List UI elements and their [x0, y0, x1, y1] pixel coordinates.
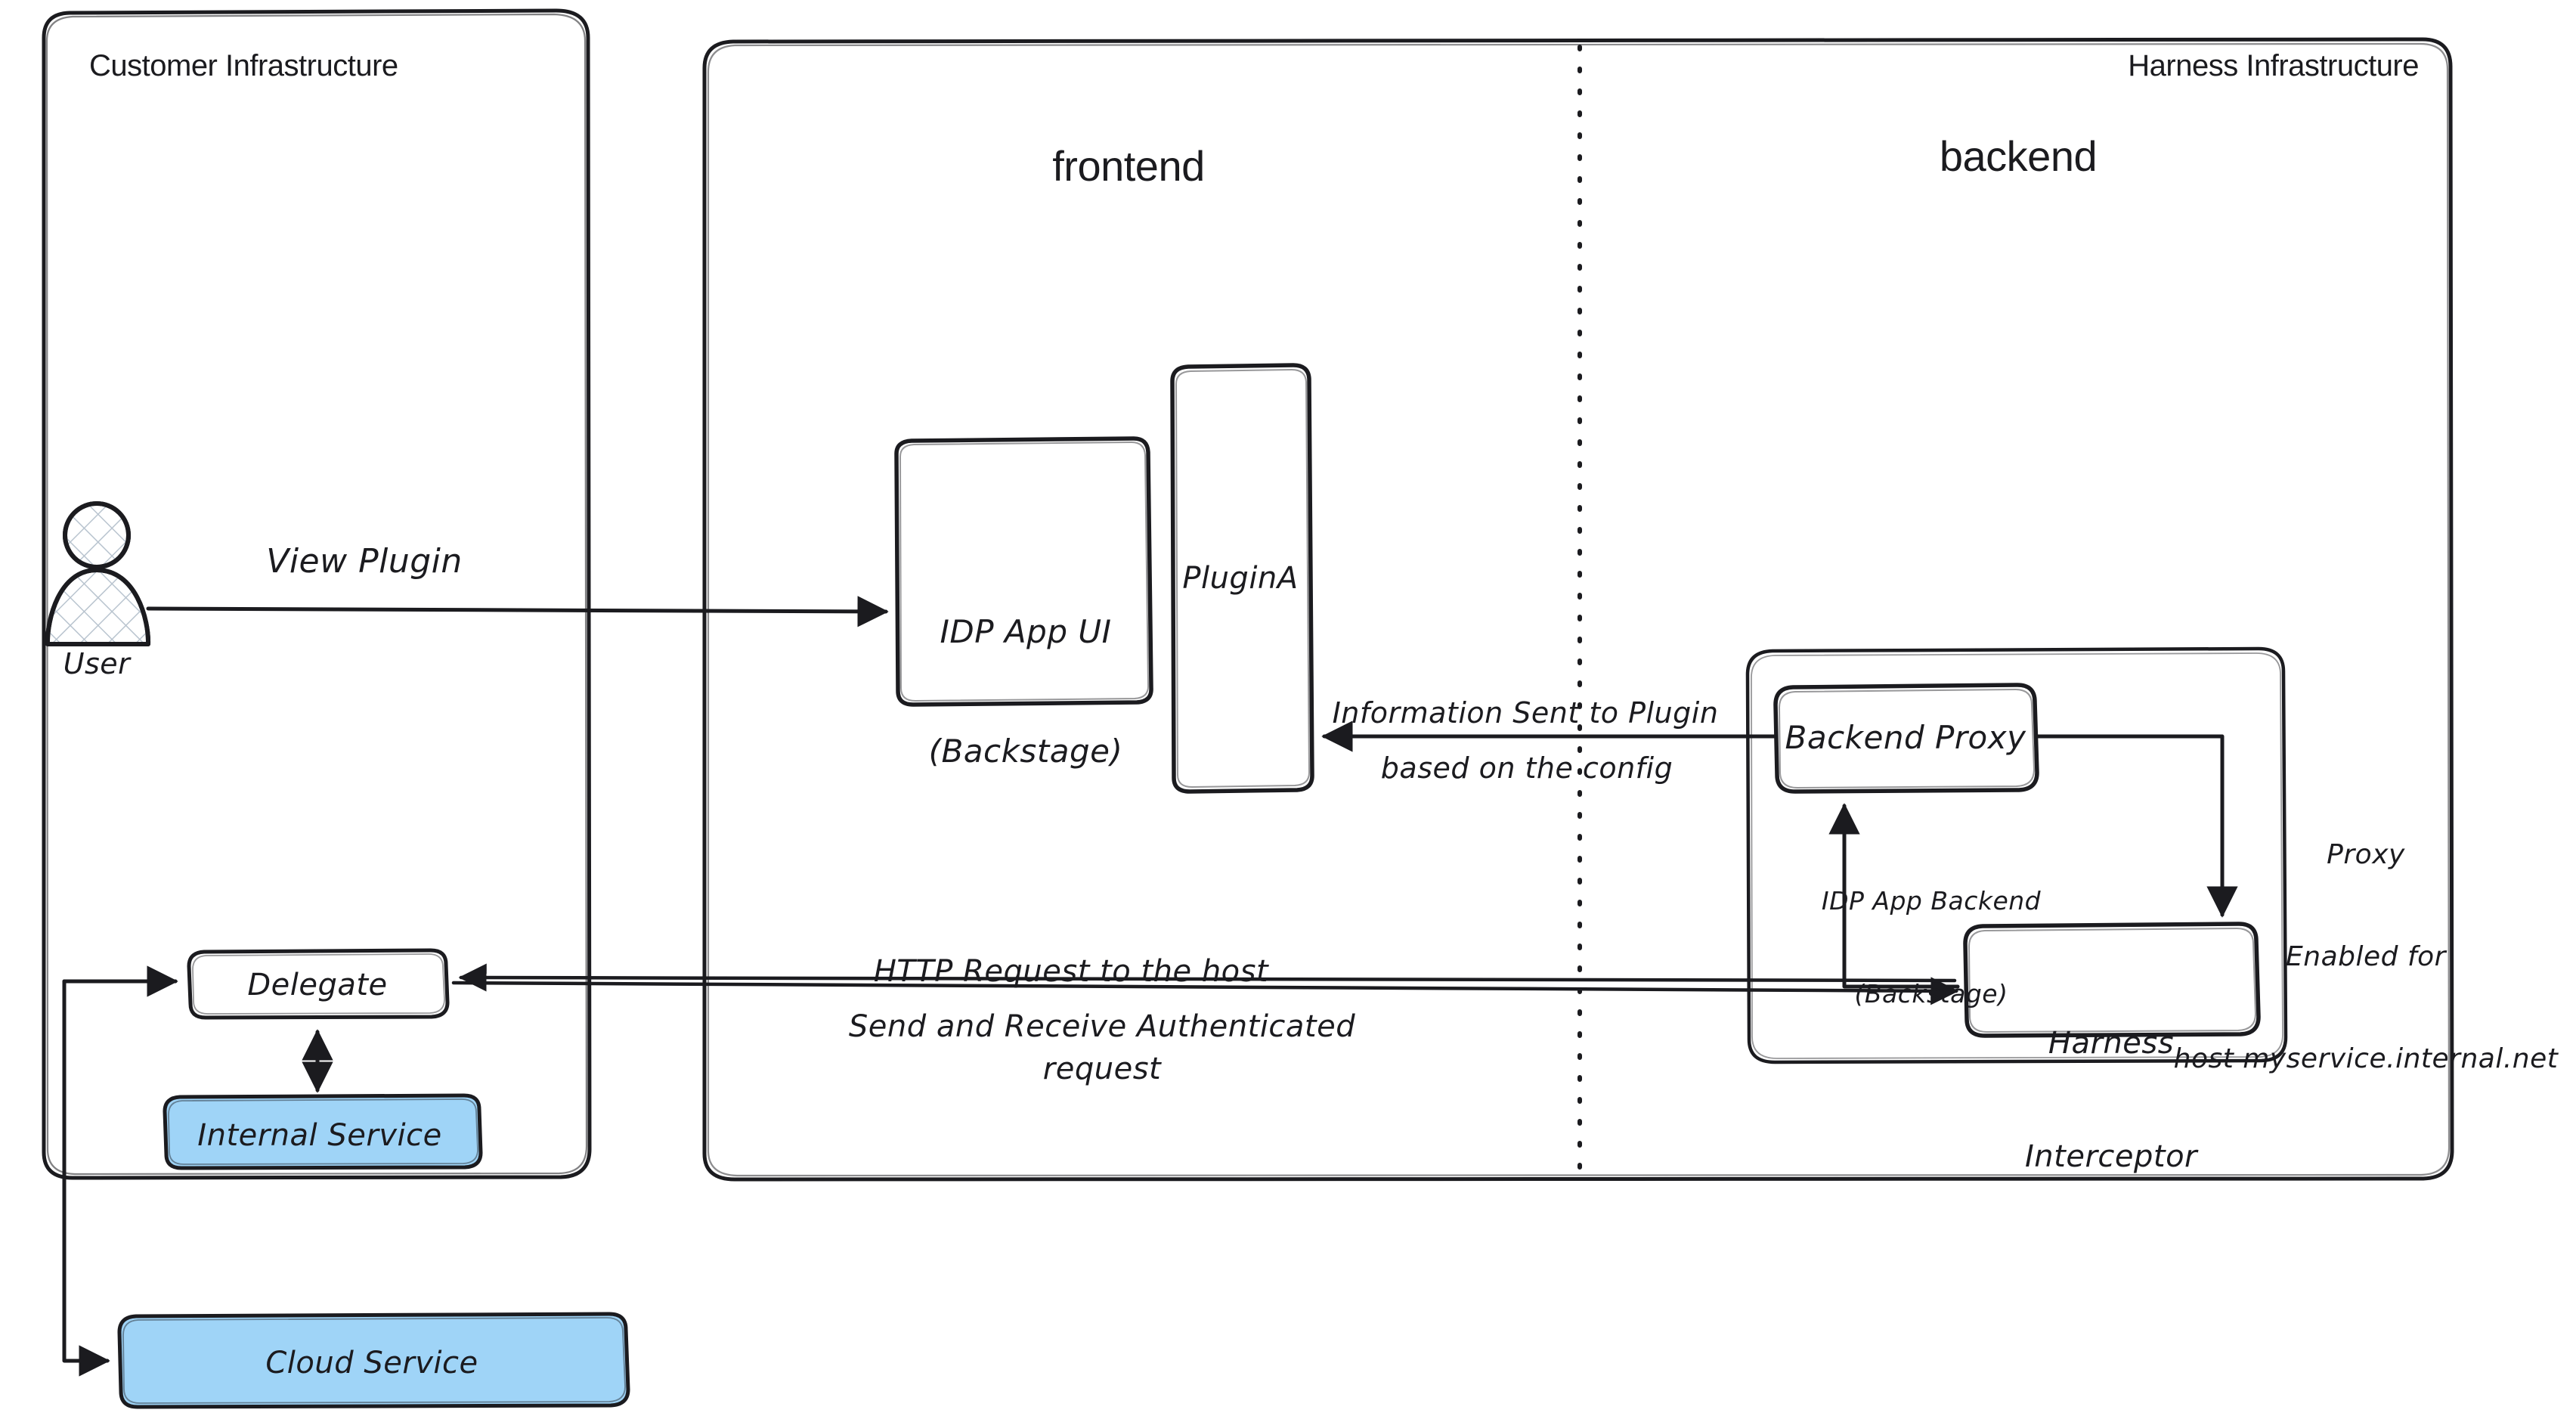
cloud-service-box[interactable] [117, 1312, 630, 1409]
edge-label-http-request: HTTP Request to the host [873, 954, 1269, 989]
backend-zone-label: backend [1939, 132, 2098, 180]
edge-delegate-to-cloud-service [62, 979, 178, 1377]
edge-label-information-sent-line1: Information Sent to Plugin [1332, 696, 1719, 730]
harness-infrastructure-container [702, 37, 2454, 1182]
idp-app-ui-label-line2: (Backstage) [928, 732, 1123, 770]
idp-app-backend-label: IDP App Backend (Backstage) [1822, 823, 2041, 1072]
edge-backend-proxy-to-harness-interceptor [2034, 734, 2238, 918]
backend-proxy-label: Backend Proxy [1785, 719, 2026, 756]
proxy-enabled-line3: host myservice.internal.net [2173, 1043, 2559, 1074]
edge-label-view-plugin: View Plugin [266, 542, 463, 581]
edge-user-to-idp-app-ui [146, 596, 889, 627]
idp-app-backend-group-box [1745, 646, 2288, 1064]
harness-interceptor-label-line1: Harness [2048, 1026, 2175, 1061]
customer-infrastructure-container [42, 8, 592, 1180]
user-label: User [63, 647, 131, 680]
delegate-box[interactable] [187, 948, 450, 1020]
user-actor-icon [45, 501, 151, 646]
idp-app-ui-box[interactable] [894, 436, 1153, 707]
plugin-a-box[interactable] [1170, 363, 1314, 794]
harness-interceptor-label-line2: Interceptor [2025, 1139, 2197, 1174]
internal-service-label: Internal Service [197, 1118, 442, 1153]
cloud-service-label: Cloud Service [265, 1346, 478, 1380]
plugin-a-label: PluginA [1182, 561, 1299, 596]
harness-interceptor-box[interactable] [1963, 922, 2261, 1038]
idp-app-ui-label-line1: IDP App UI [940, 613, 1112, 650]
idp-app-backend-label-line1: IDP App Backend [1821, 885, 2042, 916]
proxy-enabled-line2: Enabled for [2286, 941, 2446, 972]
delegate-label: Delegate [247, 968, 388, 1002]
backend-proxy-box[interactable] [1773, 683, 2039, 794]
edge-label-send-receive-line2: request [1042, 1052, 1162, 1086]
edge-label-information-sent-line2: based on the config [1380, 751, 1673, 785]
proxy-enabled-line1: Proxy [2327, 839, 2405, 870]
idp-app-ui-label: IDP App UI (Backstage) [929, 533, 1123, 851]
harness-infrastructure-title: Harness Infrastructure [2128, 49, 2419, 82]
idp-app-backend-label-line2: (Backstage) [1854, 979, 2008, 1009]
frontend-zone-label: frontend [1052, 142, 1205, 190]
edge-label-send-receive-line1: Send and Receive Authenticated [848, 1009, 1356, 1044]
harness-interceptor-label: Harness Interceptor [2025, 949, 2197, 1251]
edge-harness-interceptor-to-backend-proxy [1828, 803, 1960, 989]
edge-label-proxy-enabled: Proxy Enabled for host myservice.interna… [2174, 770, 2559, 1144]
edge-harness-interceptor-to-delegate [458, 963, 1957, 992]
customer-infrastructure-title: Customer Infrastructure [89, 49, 398, 82]
internal-service-box[interactable] [163, 1093, 483, 1170]
edge-delegate-to-harness-interceptor [451, 977, 1959, 1005]
